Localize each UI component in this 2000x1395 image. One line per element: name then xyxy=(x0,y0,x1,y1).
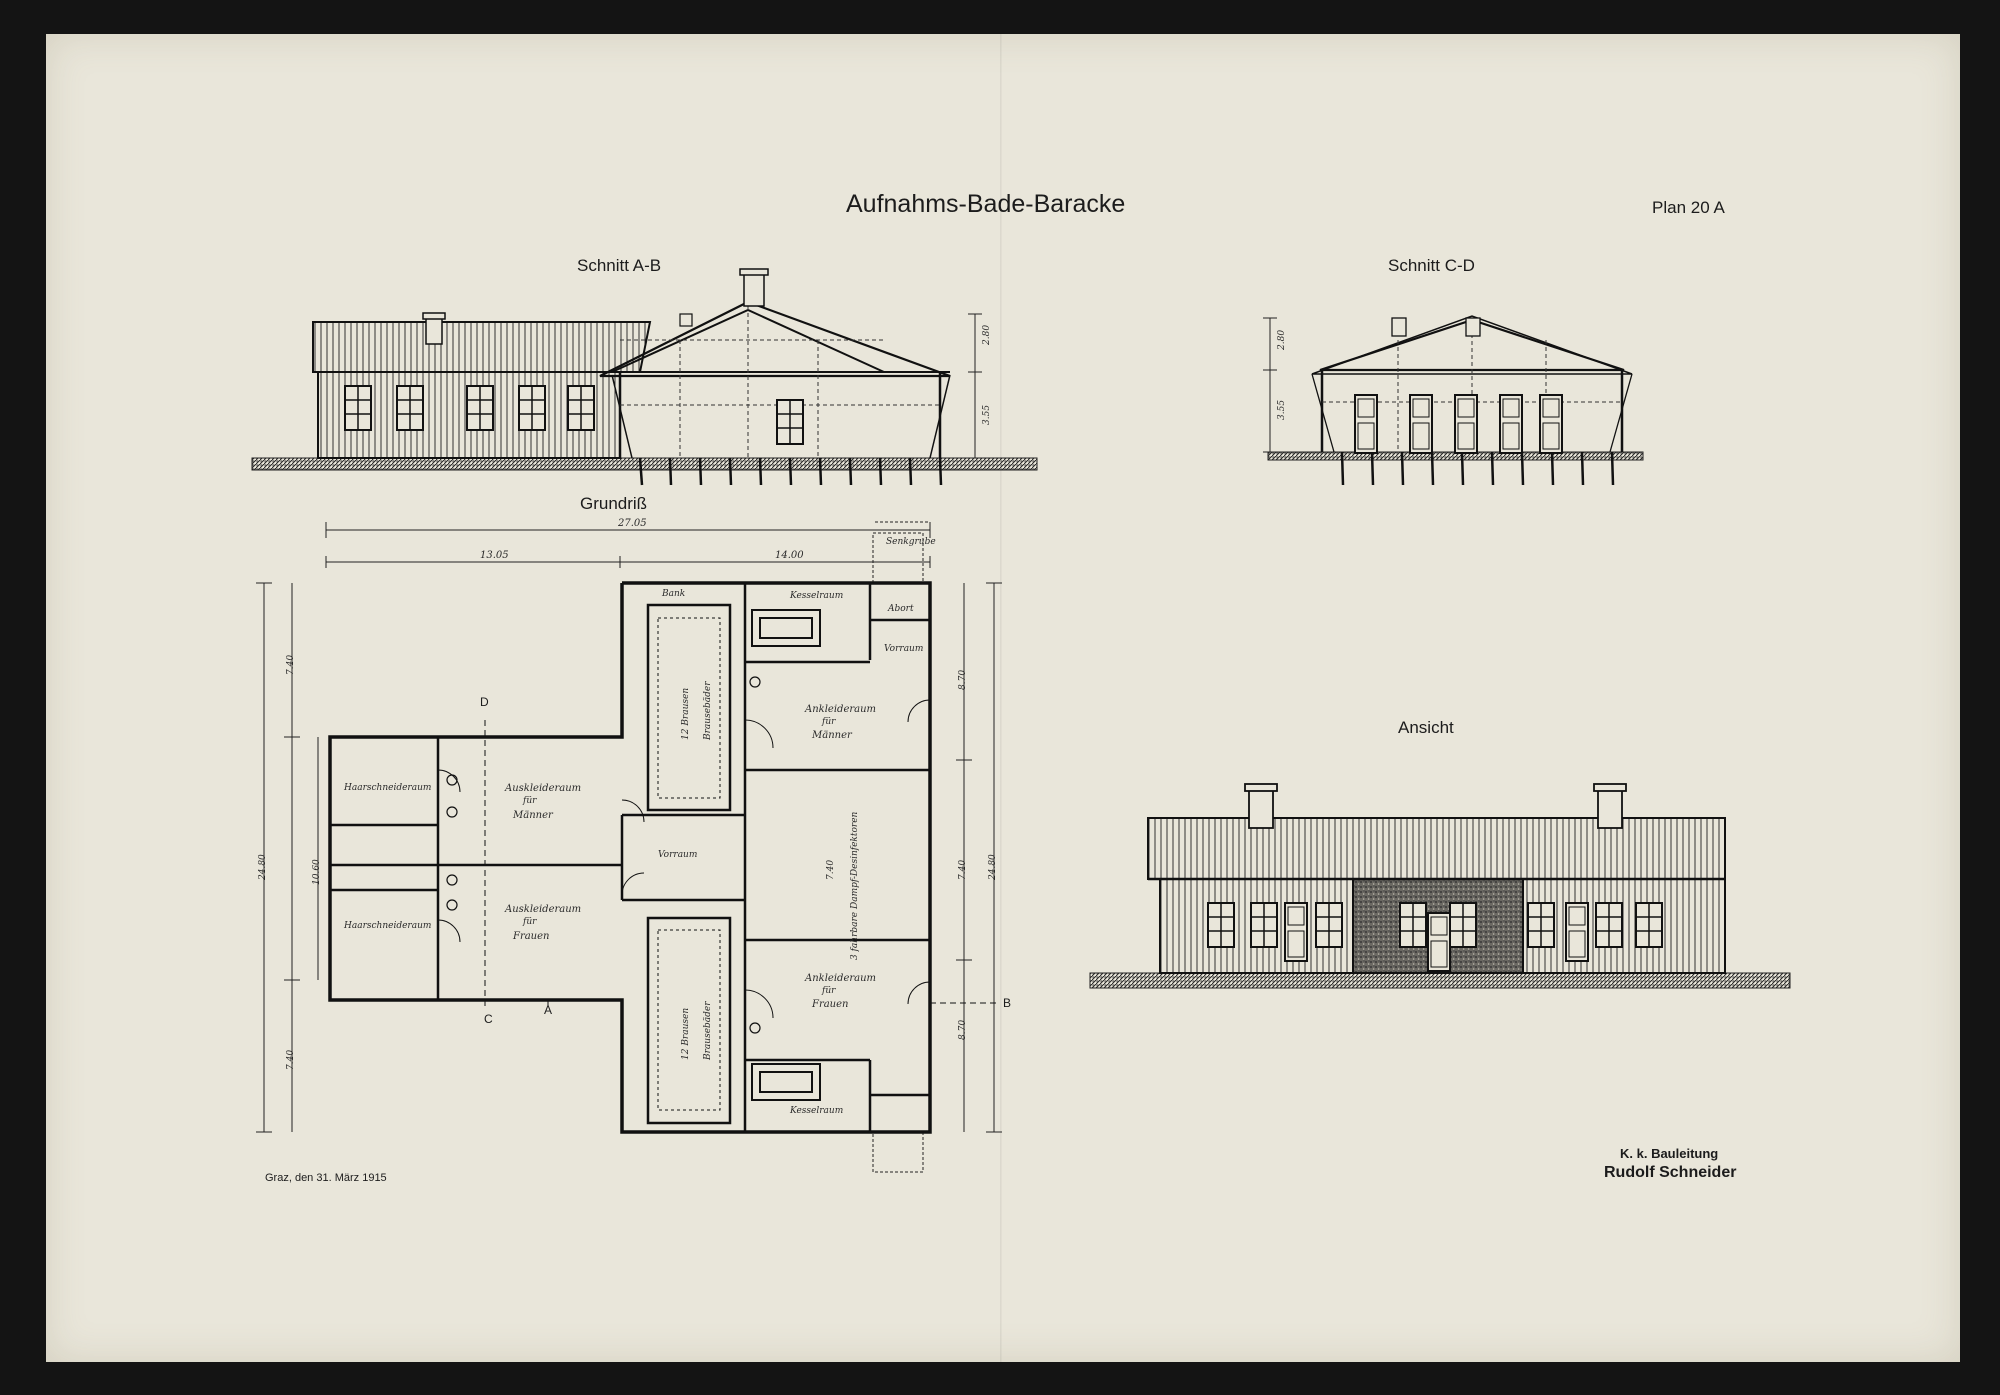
dim-seg-r1: 8.70 xyxy=(958,669,968,690)
room-hair-men: Haarschneideraum xyxy=(344,783,432,793)
section-ab-drawing xyxy=(251,268,1038,486)
room-dress-women-1: Ankleideraum xyxy=(805,973,877,984)
room-boiler-bottom: Kesselraum xyxy=(790,1106,844,1116)
room-change-men-1: Auskleideraum xyxy=(505,783,582,794)
paper-sheet xyxy=(46,34,1960,1362)
room-change-women-2: für xyxy=(523,917,537,927)
room-vestibule: Vorraum xyxy=(658,850,698,860)
section-ab-label: Schnitt A-B xyxy=(577,256,662,275)
room-shower-women-count: 12 Brausen xyxy=(681,1007,691,1060)
room-change-women-3: Frauen xyxy=(513,931,550,942)
room-shower-men-count: 12 Brausen xyxy=(681,687,691,740)
dim-seg-top: 7.40 xyxy=(286,654,296,675)
room-change-men-2: für xyxy=(523,796,537,806)
room-wc: Abort xyxy=(888,604,914,614)
floor-plan-drawing xyxy=(256,521,1002,1173)
dim-depth-right: 24.80 xyxy=(988,854,998,880)
date-line: Graz, den 31. März 1915 xyxy=(265,1172,387,1184)
room-cellar: Senkgrube xyxy=(886,537,936,547)
dim-wing-depth: 10.60 xyxy=(312,859,322,885)
room-dress-men-2: für xyxy=(822,717,836,727)
room-dress-men-1: Ankleideraum xyxy=(805,704,877,715)
room-dress-women-3: Frauen xyxy=(812,999,849,1010)
dim-h2: 3.55 xyxy=(982,404,992,425)
room-dress-men-3: Männer xyxy=(812,730,852,741)
room-hair-women: Haarschneideraum xyxy=(344,921,432,931)
room-change-women-1: Auskleideraum xyxy=(505,904,582,915)
dim-h4: 3.55 xyxy=(1277,399,1287,420)
room-corridor: 3 fahrbare Dampf-Desinfektoren xyxy=(850,811,860,960)
room-shower-men-name: Brausebäder xyxy=(703,681,713,740)
room-shower-women-name: Brausebäder xyxy=(703,1001,713,1060)
dim-seg-r3: 8.70 xyxy=(958,1019,968,1040)
dim-h1: 2.80 xyxy=(982,324,992,345)
dim-h3: 2.80 xyxy=(1277,329,1287,350)
center-fold xyxy=(1000,34,1002,1362)
dim-left-wing: 13.05 xyxy=(480,550,509,561)
room-bench: Bank xyxy=(662,589,686,599)
signature-office: K. k. Bauleitung xyxy=(1620,1146,1719,1161)
room-dress-women-2: für xyxy=(822,986,836,996)
dim-seg-mid: 7.40 xyxy=(826,859,836,880)
section-cd-drawing xyxy=(1263,315,1644,486)
dim-seg-bot: 7.40 xyxy=(286,1049,296,1070)
plan-number: Plan 20 A xyxy=(1652,198,1725,217)
marker-d: D xyxy=(480,695,489,709)
room-stair-vestibule: Vorraum xyxy=(884,644,924,654)
section-cd-label: Schnitt C-D xyxy=(1388,256,1475,275)
dim-right-wing: 14.00 xyxy=(775,550,804,561)
elevation-label: Ansicht xyxy=(1398,718,1454,737)
marker-c: C xyxy=(484,1012,493,1026)
marker-b: B xyxy=(1003,996,1012,1010)
dim-overall-width: 27.05 xyxy=(618,518,647,529)
elevation-drawing xyxy=(1089,783,1791,989)
room-change-men-3: Männer xyxy=(513,810,553,821)
signature-name: Rudolf Schneider xyxy=(1604,1164,1737,1181)
marker-a: A xyxy=(544,1003,553,1017)
dim-depth-left: 24.80 xyxy=(258,854,268,880)
floor-plan-label: Grundriß xyxy=(580,494,648,513)
sheet-title: Aufnahms-Bade-Baracke xyxy=(846,190,1126,218)
dim-seg-r2: 7.40 xyxy=(958,859,968,880)
room-boiler-top: Kesselraum xyxy=(790,591,844,601)
